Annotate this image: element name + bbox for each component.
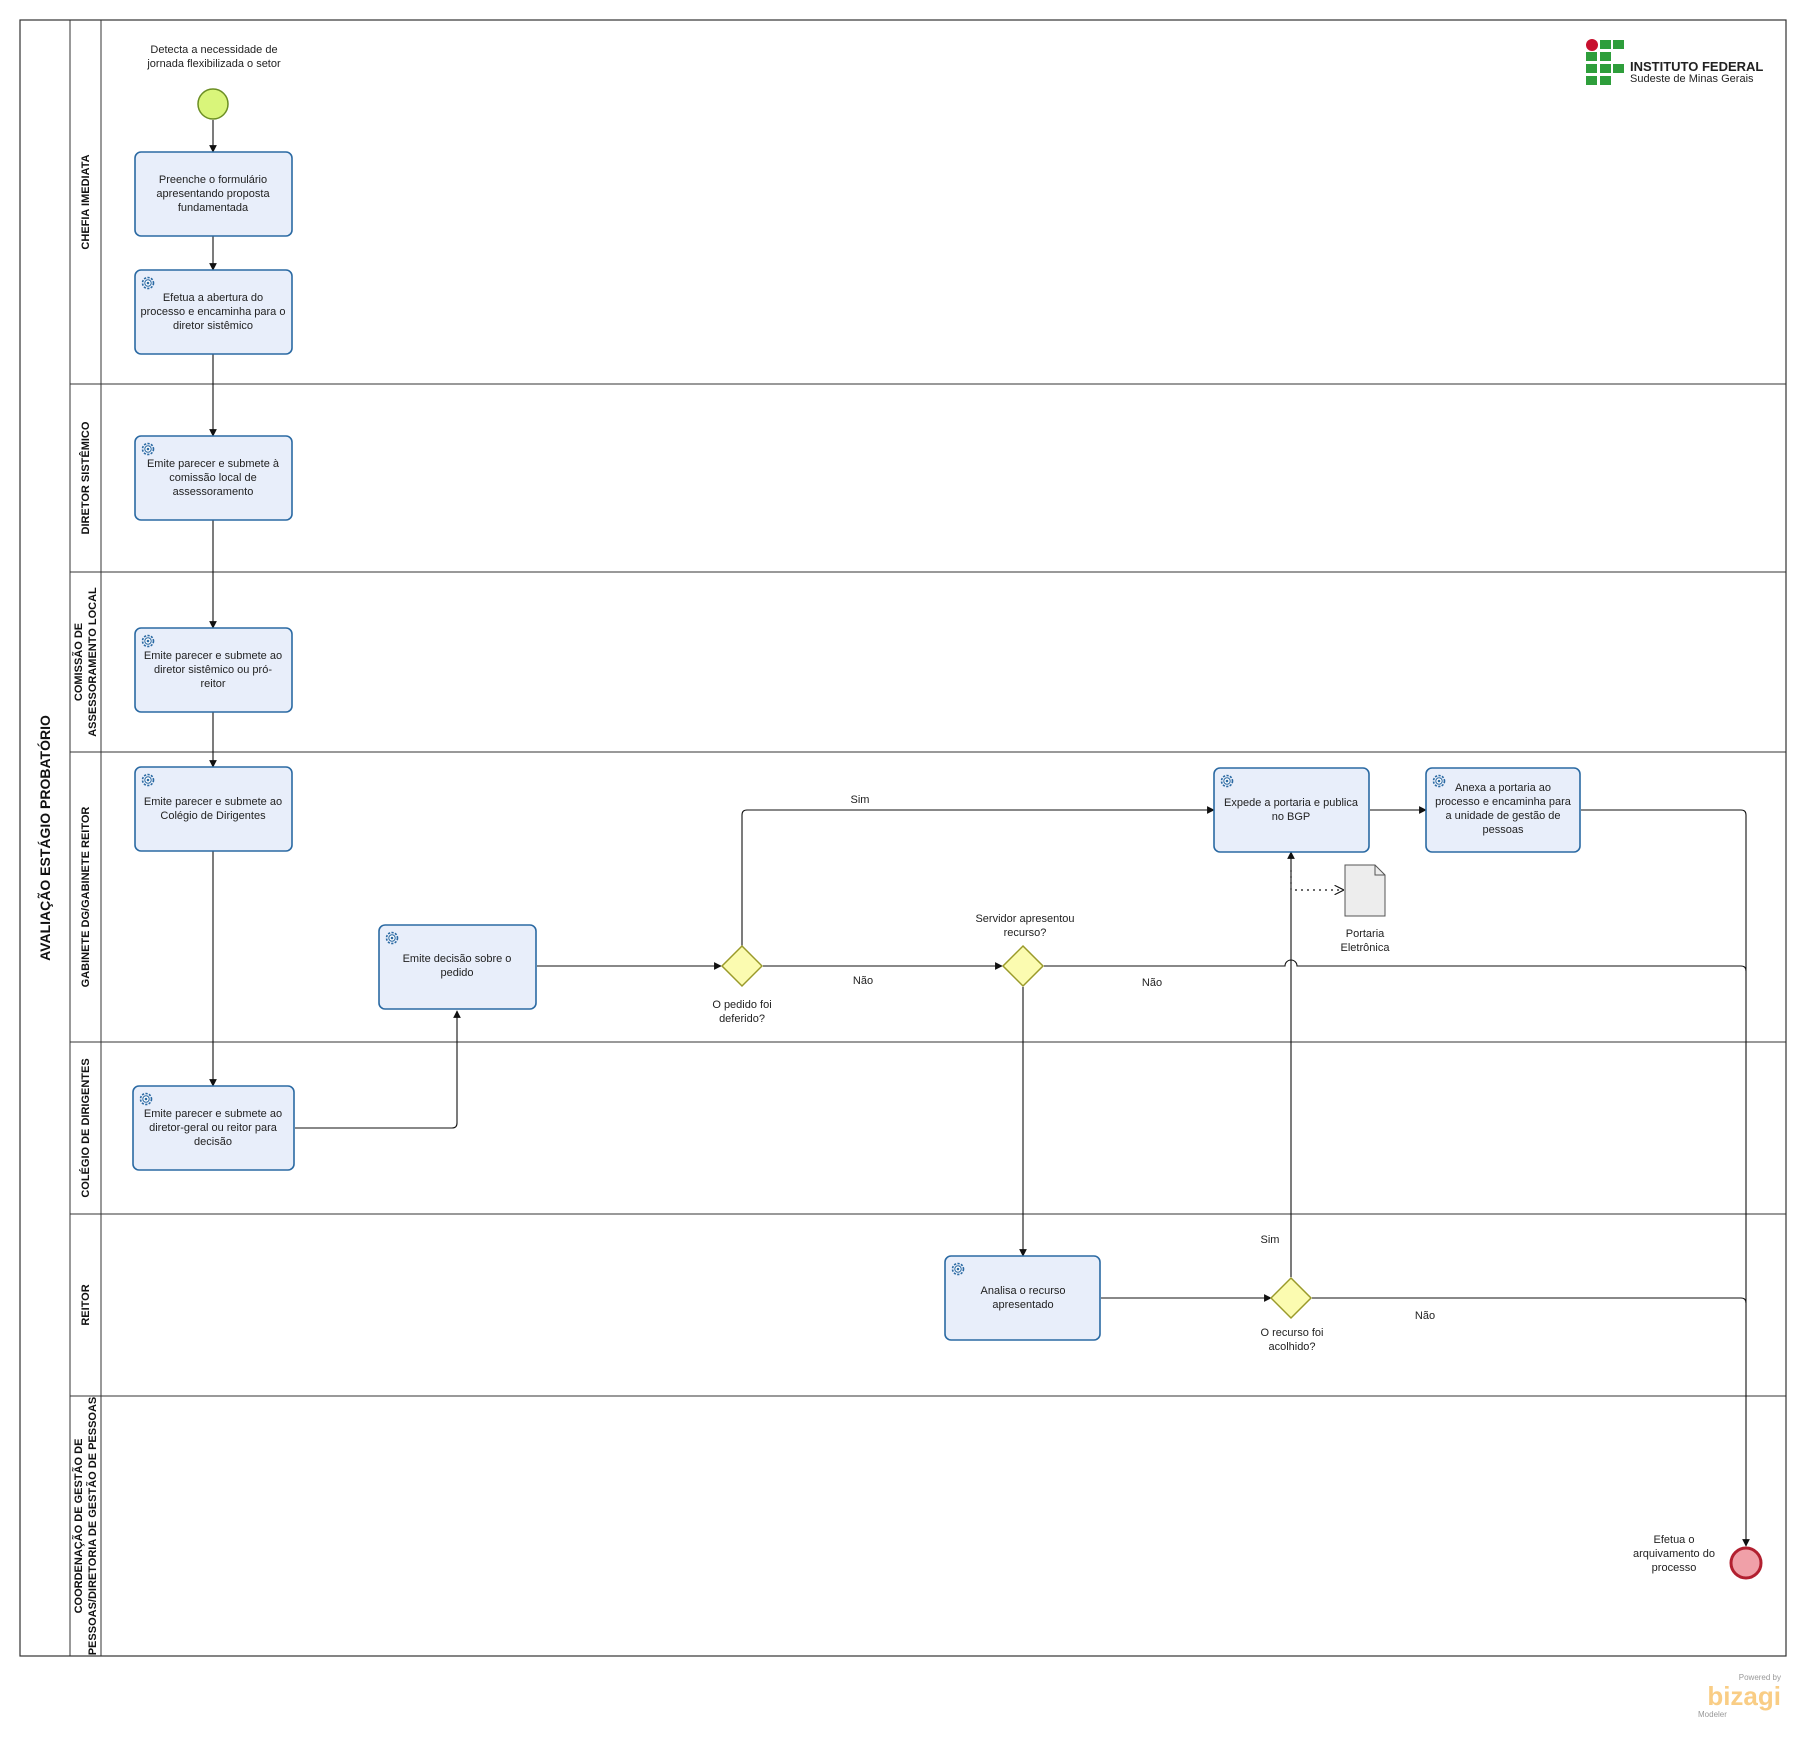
task-label: processo e encaminha para o [141, 306, 286, 318]
task-label: Colégio de Dirigentes [160, 810, 266, 822]
task-emite-decisao[interactable]: Emite decisão sobre o pedido [378, 924, 537, 1010]
task-label: apresentando proposta [156, 188, 270, 200]
gateway-label: Servidor apresentou [975, 913, 1074, 925]
end-event-label-line3: processo [1652, 1562, 1697, 1574]
task-label: processo e encaminha para [1435, 796, 1572, 808]
lane-label-gabinete: GABINETE DG/GABINETE REITOR [80, 807, 92, 988]
association-portaria [1290, 870, 1343, 890]
flow-g1-t8-yes [741, 806, 1215, 947]
gateway-label: acolhido? [1268, 1341, 1315, 1353]
gateway-label: deferido? [719, 1013, 765, 1025]
task-label: Analisa o recurso [981, 1285, 1066, 1297]
task-parecer-comissao[interactable]: Emite parecer e submete à comissão local… [134, 435, 293, 521]
bizagi-powered-text: Powered by [1739, 1673, 1781, 1682]
task-label: Anexa a portaria ao [1455, 782, 1551, 794]
gateway-label: O recurso foi [1261, 1327, 1324, 1339]
flow-label-g1-yes: Sim [851, 794, 870, 806]
task-expede-portaria[interactable]: Expede a portaria e publica no BGP [1213, 767, 1370, 853]
logo-line1: INSTITUTO FEDERAL [1630, 59, 1763, 74]
flow-t7-t6 [295, 1010, 461, 1129]
sequence-flows [209, 120, 1750, 1547]
task-anexa-portaria[interactable]: Anexa a portaria ao processo e encaminha… [1425, 767, 1581, 853]
task-analisa-recurso[interactable]: Analisa o recurso apresentado [944, 1255, 1101, 1341]
task-label: Preenche o formulário [159, 174, 267, 186]
logo-line2: Sudeste de Minas Gerais [1630, 73, 1754, 85]
task-label: Emite parecer e submete à [147, 458, 280, 470]
lane-label-diretor: DIRETOR SISTÊMICO [79, 421, 92, 534]
gateway-servidor-recurso[interactable] [1001, 944, 1045, 988]
lane-label-comissao-line2: ASSESSORAMENTO LOCAL [87, 587, 99, 737]
task-label: a unidade de gestão de [1446, 810, 1561, 822]
task-parecer-diretor-geral[interactable]: Emite parecer e submete ao diretor-geral… [132, 1085, 295, 1171]
end-event-label-line1: Efetua o [1654, 1534, 1695, 1546]
flow-label-g3-no: Não [1415, 1310, 1435, 1322]
task-label: Emite parecer e submete ao [144, 650, 282, 662]
task-preenche-formulario[interactable]: Preenche o formulário apresentando propo… [134, 151, 293, 237]
task-label: assessoramento [173, 486, 254, 498]
task-label: decisão [194, 1136, 232, 1148]
task-parecer-diretor[interactable]: Emite parecer e submete ao diretor sistê… [134, 627, 293, 713]
bizagi-product-text: Modeler [1698, 1710, 1727, 1719]
lane-label-coordenacao-line1: COORDENAÇÃO DE GESTÃO DE [72, 1439, 85, 1614]
lane-label-chefia: CHEFIA IMEDIATA [80, 154, 92, 249]
start-event[interactable] [197, 88, 229, 120]
task-label: Efetua a abertura do [163, 292, 263, 304]
data-object-label: Portaria [1346, 928, 1385, 940]
task-label: pessoas [1483, 824, 1524, 836]
task-label: diretor sistêmico [173, 320, 253, 332]
task-label: fundamentada [178, 202, 249, 214]
gateway-pedido-deferido[interactable] [720, 944, 764, 988]
task-label: reitor [200, 678, 225, 690]
lane-separators [70, 383, 1786, 1397]
start-event-label-line2: jornada flexibilizada o setor [146, 58, 281, 70]
bizagi-branding: Powered by bizagi Modeler [1698, 1673, 1781, 1719]
task-label: diretor-geral ou reitor para [149, 1122, 278, 1134]
gateway-label: O pedido foi [712, 999, 771, 1011]
lane-label-reitor: REITOR [80, 1284, 92, 1325]
gateway-label: recurso? [1004, 927, 1047, 939]
lane-label-comissao-line1: COMISSÃO DE [72, 623, 85, 701]
task-label: Expede a portaria e publica [1224, 797, 1359, 809]
flow-label-g1-no: Não [853, 975, 873, 987]
flow-label-g3-yes: Sim [1261, 1234, 1280, 1246]
start-event-label-line1: Detecta a necessidade de [150, 44, 277, 56]
task-label: Emite parecer e submete ao [144, 1108, 282, 1120]
data-object-label: Eletrônica [1341, 942, 1391, 954]
data-object-portaria[interactable] [1344, 864, 1386, 917]
task-efetua-abertura[interactable]: Efetua a abertura do processo e encaminh… [134, 269, 293, 355]
lane-label-coordenacao-line2: PESSOAS/DIRETORIA DE GESTÃO DE PESSOAS [86, 1397, 99, 1656]
gateway-recurso-acolhido[interactable] [1269, 1276, 1313, 1320]
task-parecer-colegio[interactable]: Emite parecer e submete ao Colégio de Di… [134, 766, 293, 852]
flow-g3-end-no [1312, 1297, 1747, 1304]
task-label: diretor sistêmico ou pró- [154, 664, 272, 676]
task-label: Emite parecer e submete ao [144, 796, 282, 808]
institution-logo: INSTITUTO FEDERAL Sudeste de Minas Gerai… [1586, 39, 1763, 85]
flow-t9-end [1581, 809, 1750, 1547]
flow-g2-end-no [1044, 959, 1747, 972]
bizagi-logo-text: bizagi [1707, 1681, 1781, 1711]
end-event[interactable] [1729, 1546, 1763, 1580]
task-label: pedido [440, 967, 473, 979]
pool-title: AVALIAÇÃO ESTÁGIO PROBATÓRIO [36, 715, 53, 961]
task-label: Emite decisão sobre o [403, 953, 512, 965]
logo-icon [1586, 39, 1624, 85]
end-event-label-line2: arquivamento do [1633, 1548, 1715, 1560]
task-label: no BGP [1272, 811, 1311, 823]
task-label: apresentado [992, 1299, 1053, 1311]
lane-label-colegio: COLÉGIO DE DIRIGENTES [79, 1058, 92, 1197]
task-label: comissão local de [169, 472, 256, 484]
flow-label-g2-no: Não [1142, 977, 1162, 989]
